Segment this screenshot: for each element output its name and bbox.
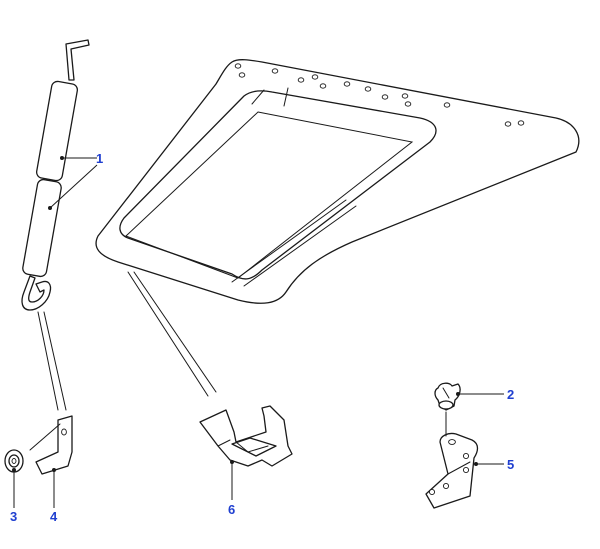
leader-dot: [60, 156, 64, 160]
support-bracket: [199, 405, 293, 467]
callout-2: 2: [507, 387, 514, 402]
leader-dot: [230, 460, 234, 464]
callout-labels: 1 2 3 4 5 6: [10, 151, 514, 524]
hinge-bracket: [425, 432, 479, 509]
leader-dot: [48, 206, 52, 210]
fixing-hole: [504, 121, 512, 127]
fixing-hole: [311, 74, 319, 80]
fixing-hole: [364, 86, 372, 92]
fixing-hole: [517, 120, 525, 126]
stay-rod-bracket: [35, 415, 73, 475]
bonnet-fixing-holes: [234, 63, 525, 127]
fixing-hole: [238, 72, 246, 78]
leader-dot: [474, 462, 478, 466]
stay-rod: [21, 39, 90, 311]
callout-4: 4: [50, 509, 58, 524]
leader-dot: [12, 468, 16, 472]
bonnet-panel: [95, 59, 580, 304]
leader-dot: [52, 468, 56, 472]
fixing-hole: [443, 102, 451, 108]
fixing-hole: [404, 101, 412, 107]
fixing-hole: [343, 81, 351, 87]
callout-5: 5: [507, 457, 514, 472]
fixing-hole: [381, 94, 389, 100]
fixing-hole: [234, 63, 242, 69]
assembly-lines: [29, 271, 447, 451]
callout-6: 6: [228, 502, 235, 517]
leader-lines: [12, 156, 504, 508]
callout-1: 1: [96, 151, 103, 166]
fixing-hole: [401, 93, 409, 99]
callout-3: 3: [10, 509, 17, 524]
fixing-hole: [271, 68, 279, 74]
fixing-hole: [297, 77, 305, 83]
fixing-hole: [319, 83, 327, 89]
leader-dot: [456, 392, 460, 396]
retainer-clip: [434, 382, 461, 411]
